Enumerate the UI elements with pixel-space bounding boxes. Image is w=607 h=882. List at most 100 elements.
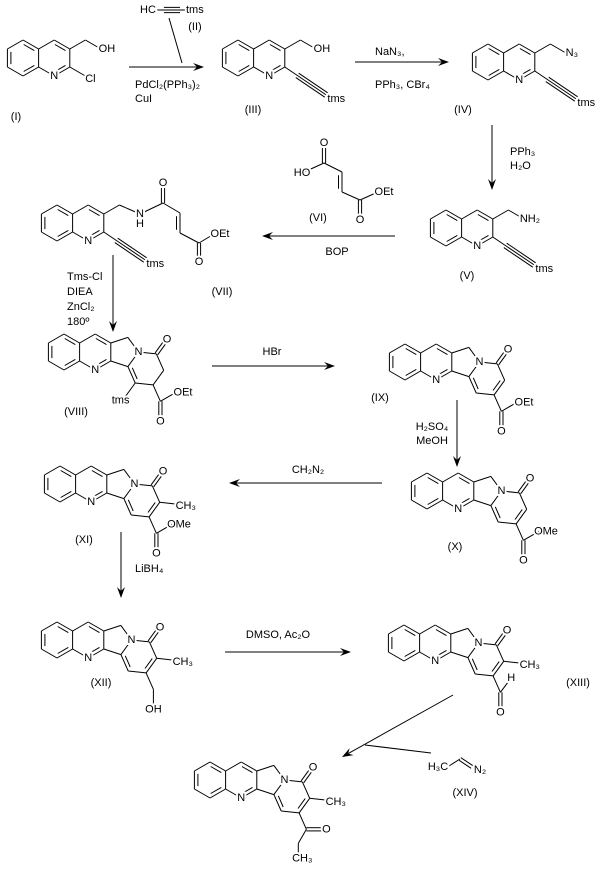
compound-I-benzene-bond [7, 66, 24, 77]
bond [493, 380, 506, 396]
double-bond [460, 757, 474, 767]
compound-XII-methyl: CH₃ [173, 656, 193, 668]
double-bond [147, 502, 156, 513]
double-bond [436, 368, 448, 376]
bond [256, 788, 275, 796]
double-bond [144, 658, 153, 669]
compound-label-VI: (VI) [309, 212, 327, 224]
double-bond [88, 626, 100, 634]
bond [503, 660, 522, 664]
double-bond [458, 477, 470, 485]
double-bond [60, 490, 72, 498]
compound-VII-nitrogen: N [84, 235, 92, 247]
compound-XI-ester-oxygen: O [152, 547, 161, 559]
double-bond [427, 497, 439, 505]
compound-IV-benzene-bond [487, 70, 504, 81]
compound-label-VIII: (VIII) [64, 406, 88, 418]
bond [148, 516, 157, 534]
compound-XI-benzene-bond [44, 465, 61, 476]
bond [198, 233, 215, 244]
compound-X-pyridine-bond [457, 499, 475, 510]
compound-XIII-pyridine-bond [419, 651, 436, 662]
product-benzene-bond [209, 761, 226, 772]
double-bond [241, 766, 253, 774]
double-bond [494, 633, 504, 645]
double-bond [241, 786, 253, 794]
bond [468, 361, 480, 377]
double-bond [150, 474, 160, 486]
double-bond [519, 68, 531, 76]
compound-I-pyridine-bond [53, 39, 71, 50]
compound-II-tms: tms [186, 4, 204, 16]
compound-X-benzene-bond [411, 499, 428, 510]
reagent-h2so4: H₂SO₄ [416, 421, 449, 433]
double-bond [491, 661, 500, 672]
bond [159, 501, 178, 505]
bond [106, 492, 125, 500]
compound-IX-nitrogen: N [432, 374, 440, 386]
triple-bond [103, 231, 146, 261]
double-bond [57, 646, 69, 654]
compound-I-pyridine-bond [53, 66, 71, 77]
double-bond [153, 476, 162, 488]
reagent-dmso-ac2o: DMSO, Ac₂O [246, 629, 311, 641]
bond [518, 492, 528, 510]
compound-VII-amide-hydrogen: H [136, 218, 144, 230]
bond [155, 353, 165, 371]
compound-X-ester-oxygen: O [519, 554, 528, 566]
compound-II-hc: HC [140, 4, 156, 16]
double-bond [91, 470, 103, 478]
bond [123, 498, 132, 516]
compound-X-pyridine-bond [442, 472, 459, 483]
bond [359, 191, 379, 201]
bond [298, 798, 311, 814]
double-bond [405, 348, 417, 356]
compound-XI-benzene-bond [44, 492, 61, 503]
compound-X-alkoxy: OMe [534, 525, 558, 537]
double-bond [269, 64, 281, 72]
compound-label-IV: (IV) [454, 104, 472, 116]
bond [127, 337, 139, 353]
compound-VII-tms: tms [146, 258, 164, 270]
product-ketone-oxygen: O [322, 823, 331, 835]
bond [151, 485, 161, 503]
bond [490, 490, 502, 506]
bond [85, 39, 102, 50]
compound-IV-substituent: N₃ [566, 47, 578, 59]
bond [148, 641, 158, 659]
compound-III-pyridine-bond [253, 39, 270, 50]
compound-IV-pyridine-bond [518, 70, 536, 81]
bond-layer [6, 6, 578, 854]
bond [123, 483, 135, 499]
bond [128, 670, 147, 674]
compound-VII-benzene-bond [41, 231, 58, 242]
double-bond [154, 342, 164, 354]
compound-I-substituent: OH [99, 43, 116, 55]
bond [501, 401, 518, 412]
reagent-XIV-line [364, 744, 432, 754]
double-bond [60, 470, 72, 478]
bond [478, 642, 497, 646]
triple-bond [295, 77, 326, 98]
double-bond [88, 209, 100, 217]
double-bond [210, 766, 222, 774]
bond [523, 530, 540, 541]
double-bond [88, 229, 100, 237]
compound-XII-ring-nitrogen: N [128, 634, 136, 646]
compound-label-VII: (VII) [212, 286, 233, 298]
compound-XIII-benzene-bond [388, 651, 405, 662]
product-ring-nitrogen: N [281, 774, 289, 786]
bond [273, 765, 285, 781]
double-bond [95, 358, 107, 366]
compound-V-benzene-bond [445, 209, 462, 220]
bond [106, 468, 125, 476]
bond [152, 384, 161, 402]
double-bond [404, 649, 416, 657]
arrow-X-to-XI-head [229, 479, 240, 487]
bond [479, 361, 498, 365]
compound-VI-hydroxyl: HO [294, 167, 311, 179]
compound-XIII-benzene-bond [403, 624, 420, 635]
triple-bond [506, 242, 536, 264]
compound-III-substituent: OH [314, 43, 331, 55]
